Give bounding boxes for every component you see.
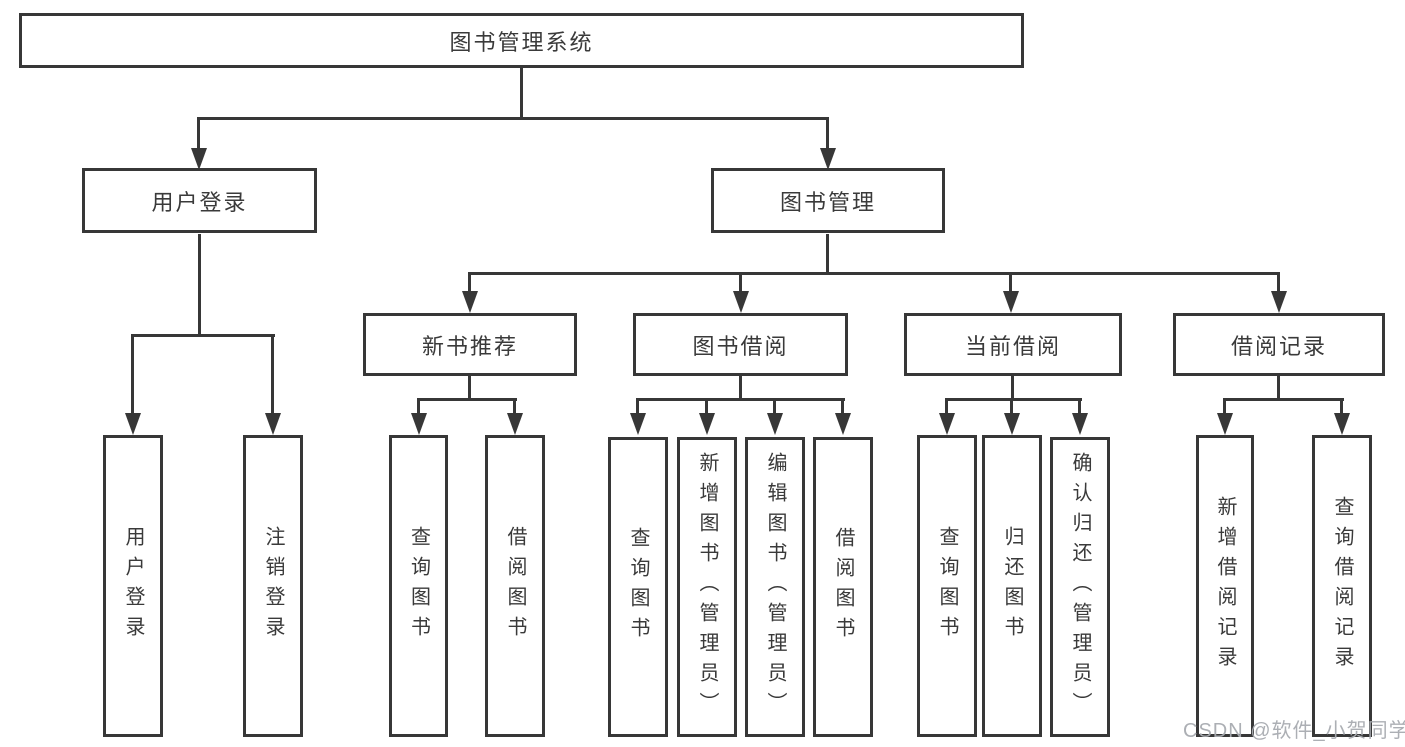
connector-root-bus [197, 117, 829, 120]
connector-line [468, 272, 471, 292]
connector-line [271, 334, 274, 415]
node-book-management: 图书管理 [711, 168, 945, 233]
csdn-watermark: CSDN @软件_小贺同学 [1183, 720, 1405, 742]
connector-line [773, 398, 776, 415]
leaf-label: 确认归还（管理员） [1069, 452, 1091, 722]
leaf-label: 新增借阅记录 [1214, 496, 1236, 676]
arrowhead-icon [1072, 413, 1088, 435]
leaf-return-books: 归还图书 [982, 435, 1042, 737]
node-user-login: 用户登录 [82, 168, 317, 233]
connector-line [197, 117, 200, 148]
connector-bus [417, 398, 517, 401]
connector-line [705, 398, 708, 415]
arrowhead-icon [767, 413, 783, 435]
arrowhead-icon [939, 413, 955, 435]
leaf-borrow-books-recommend: 借阅图书 [485, 435, 545, 737]
arrowhead-icon [699, 413, 715, 435]
connector-stem [1277, 376, 1280, 400]
leaf-label: 借阅图书 [832, 527, 854, 647]
arrowhead-icon [1271, 291, 1287, 313]
leaf-query-books-borrow: 查询图书 [608, 437, 668, 737]
connector-line [417, 398, 420, 415]
arrowhead-icon [1003, 291, 1019, 313]
connector-line [1009, 272, 1012, 292]
connector-line [1078, 398, 1081, 415]
arrowhead-icon [462, 291, 478, 313]
connector-line [636, 398, 639, 415]
connector-line [1223, 398, 1226, 415]
arrowhead-icon [1217, 413, 1233, 435]
connector-line [739, 272, 742, 292]
connector-line [131, 334, 134, 415]
leaf-label: 查询借阅记录 [1331, 496, 1353, 676]
leaf-label: 查询图书 [407, 526, 430, 646]
leaf-label: 编辑图书（管理员） [764, 452, 786, 722]
leaf-query-books-recommend: 查询图书 [389, 435, 448, 737]
connector-book-mgmt-bus [468, 272, 1280, 275]
arrowhead-icon [835, 413, 851, 435]
node-root-library-system: 图书管理系统 [19, 13, 1024, 68]
connector-line [513, 398, 516, 415]
arrowhead-icon [265, 413, 281, 435]
leaf-query-borrow-record: 查询借阅记录 [1312, 435, 1372, 737]
connector-bus [945, 398, 1082, 401]
connector-user-login-bus [131, 334, 275, 337]
leaf-add-borrow-record: 新增借阅记录 [1196, 435, 1254, 737]
connector-line [1277, 272, 1280, 292]
arrowhead-icon [630, 413, 646, 435]
arrowhead-icon [507, 413, 523, 435]
node-book-borrow: 图书借阅 [633, 313, 848, 376]
leaf-add-book-admin: 新增图书（管理员） [677, 437, 737, 737]
connector-line [1010, 398, 1013, 415]
connector-bus [1223, 398, 1344, 401]
arrowhead-icon [820, 148, 836, 170]
connector-line [826, 117, 829, 148]
leaf-label: 查询图书 [627, 527, 649, 647]
leaf-query-books-current: 查询图书 [917, 435, 977, 737]
arrowhead-icon [411, 413, 427, 435]
connector-line [945, 398, 948, 415]
connector-line [841, 398, 844, 415]
connector-book-mgmt-stem [826, 234, 829, 275]
connector-user-login-stem [198, 234, 201, 337]
connector-stem [739, 376, 742, 400]
leaf-label: 查询图书 [936, 526, 958, 646]
connector-root-stem [520, 68, 523, 117]
leaf-edit-book-admin: 编辑图书（管理员） [745, 437, 805, 737]
leaf-confirm-return-admin: 确认归还（管理员） [1050, 437, 1110, 737]
leaf-logout: 注销登录 [243, 435, 303, 737]
node-new-book-recommend: 新书推荐 [363, 313, 577, 376]
arrowhead-icon [733, 291, 749, 313]
node-borrow-records: 借阅记录 [1173, 313, 1385, 376]
leaf-user-login: 用户登录 [103, 435, 163, 737]
arrowhead-icon [191, 148, 207, 170]
arrowhead-icon [1004, 413, 1020, 435]
arrowhead-icon [1334, 413, 1350, 435]
node-current-borrow: 当前借阅 [904, 313, 1122, 376]
leaf-label: 归还图书 [1001, 526, 1023, 646]
connector-stem [468, 376, 471, 400]
connector-bus [636, 398, 845, 401]
connector-stem [1011, 376, 1014, 400]
leaf-label: 新增图书（管理员） [696, 452, 718, 722]
leaf-label: 注销登录 [262, 526, 284, 646]
leaf-label: 借阅图书 [504, 526, 526, 646]
connector-line [1340, 398, 1343, 415]
arrowhead-icon [125, 413, 141, 435]
leaf-borrow-books: 借阅图书 [813, 437, 873, 737]
leaf-label: 用户登录 [122, 526, 144, 646]
